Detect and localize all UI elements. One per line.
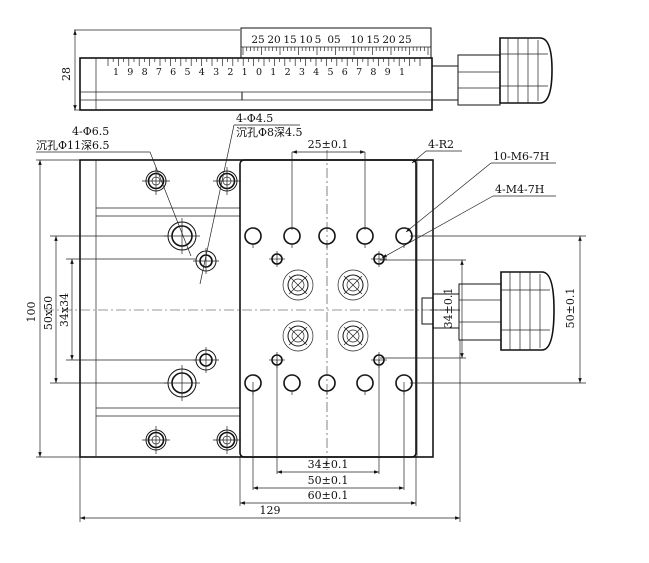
height-dim-label: 28	[60, 67, 73, 81]
m6-threaded-hole	[283, 227, 301, 248]
hole-small-cbore-callout: 沉孔Φ8深4.5	[236, 126, 303, 139]
main-scale-label: 3	[213, 67, 219, 78]
main-scale-label: 6	[170, 67, 176, 78]
main-scale-label: 6	[342, 67, 348, 78]
main-scale-label: 2	[285, 67, 291, 78]
right-outer-label: 50±0.1	[564, 288, 577, 329]
overall-width-label: 129	[260, 504, 281, 517]
vernier-label: 20	[382, 34, 395, 46]
m6-threaded-hole	[244, 227, 262, 248]
main-scale-label: 7	[156, 67, 162, 78]
m6-threaded-hole	[318, 227, 336, 248]
main-scale-label: 4	[199, 67, 205, 78]
vernier-label: 25	[398, 34, 411, 46]
top-view	[44, 150, 555, 470]
main-scale-label: 3	[299, 67, 305, 78]
hole-large-cbore-callout: 沉孔Φ11深6.5	[36, 139, 110, 152]
left-outer-label: 50x50	[42, 296, 55, 330]
relief-pocket	[282, 269, 314, 301]
m6-threaded-hole	[318, 374, 336, 395]
main-scale-label: 9	[127, 67, 133, 78]
vernier-label: 25	[251, 34, 264, 46]
vernier-label: 05	[327, 34, 340, 46]
main-scale-label: 5	[184, 67, 190, 78]
main-scale-label: 1	[399, 67, 405, 78]
relief-pocket	[337, 320, 369, 352]
left-inner-label: 34x34	[58, 293, 71, 327]
m6-threaded-hole	[356, 227, 374, 248]
vernier-label: 10	[299, 34, 312, 46]
vernier-label: 15	[283, 34, 296, 46]
callouts: 4-Φ6.5 沉孔Φ11深6.5 4-Φ4.5 沉孔Φ8深4.5 4-R2 10…	[36, 112, 556, 285]
m6-threaded-hole	[356, 374, 374, 395]
hole-small-callout: 4-Φ4.5	[236, 112, 273, 125]
right-inner-label: 34±0.1	[442, 288, 455, 329]
main-scale-label: 7	[356, 67, 362, 78]
vernier-label: 20	[267, 34, 280, 46]
main-scale-label: 8	[142, 67, 148, 78]
main-scale-ticks	[107, 58, 421, 66]
thread-m4-callout: 4-M4-7H	[495, 183, 544, 196]
overall-height-label: 100	[25, 302, 38, 323]
main-scale-label: 0	[256, 67, 262, 78]
vernier-label: 10	[350, 34, 363, 46]
vernier-label: 15	[366, 34, 379, 46]
relief-pocket	[337, 269, 369, 301]
vernier-scale-ticks	[242, 47, 429, 55]
main-scale-label: 1	[270, 67, 276, 78]
radius-callout: 4-R2	[428, 138, 454, 151]
main-scale-label: 8	[370, 67, 376, 78]
m6-threaded-hole	[283, 374, 301, 395]
main-scale-label: 1	[242, 67, 248, 78]
top-pitch-label: 25±0.1	[308, 138, 349, 151]
vernier-label: 5	[315, 34, 322, 46]
hole-large-callout: 4-Φ6.5	[72, 125, 109, 138]
mounting-holes	[142, 167, 413, 454]
bottom-34-label: 34±0.1	[308, 458, 349, 471]
dimension-lines: 25±0.1 100 50x50 34x34 34±0.1 50±0.1 34±…	[25, 138, 586, 522]
bottom-60-label: 60±0.1	[308, 489, 349, 502]
bottom-50-label: 50±0.1	[308, 474, 349, 487]
thread-m6-callout: 10-M6-7H	[493, 150, 549, 163]
main-scale-label: 1	[113, 67, 119, 78]
main-scale-label: 4	[313, 67, 319, 78]
main-scale-label: 5	[327, 67, 333, 78]
m6-threaded-hole	[395, 227, 413, 248]
main-scale-label: 2	[227, 67, 233, 78]
main-scale-label: 9	[385, 67, 391, 78]
relief-pocket	[282, 320, 314, 352]
